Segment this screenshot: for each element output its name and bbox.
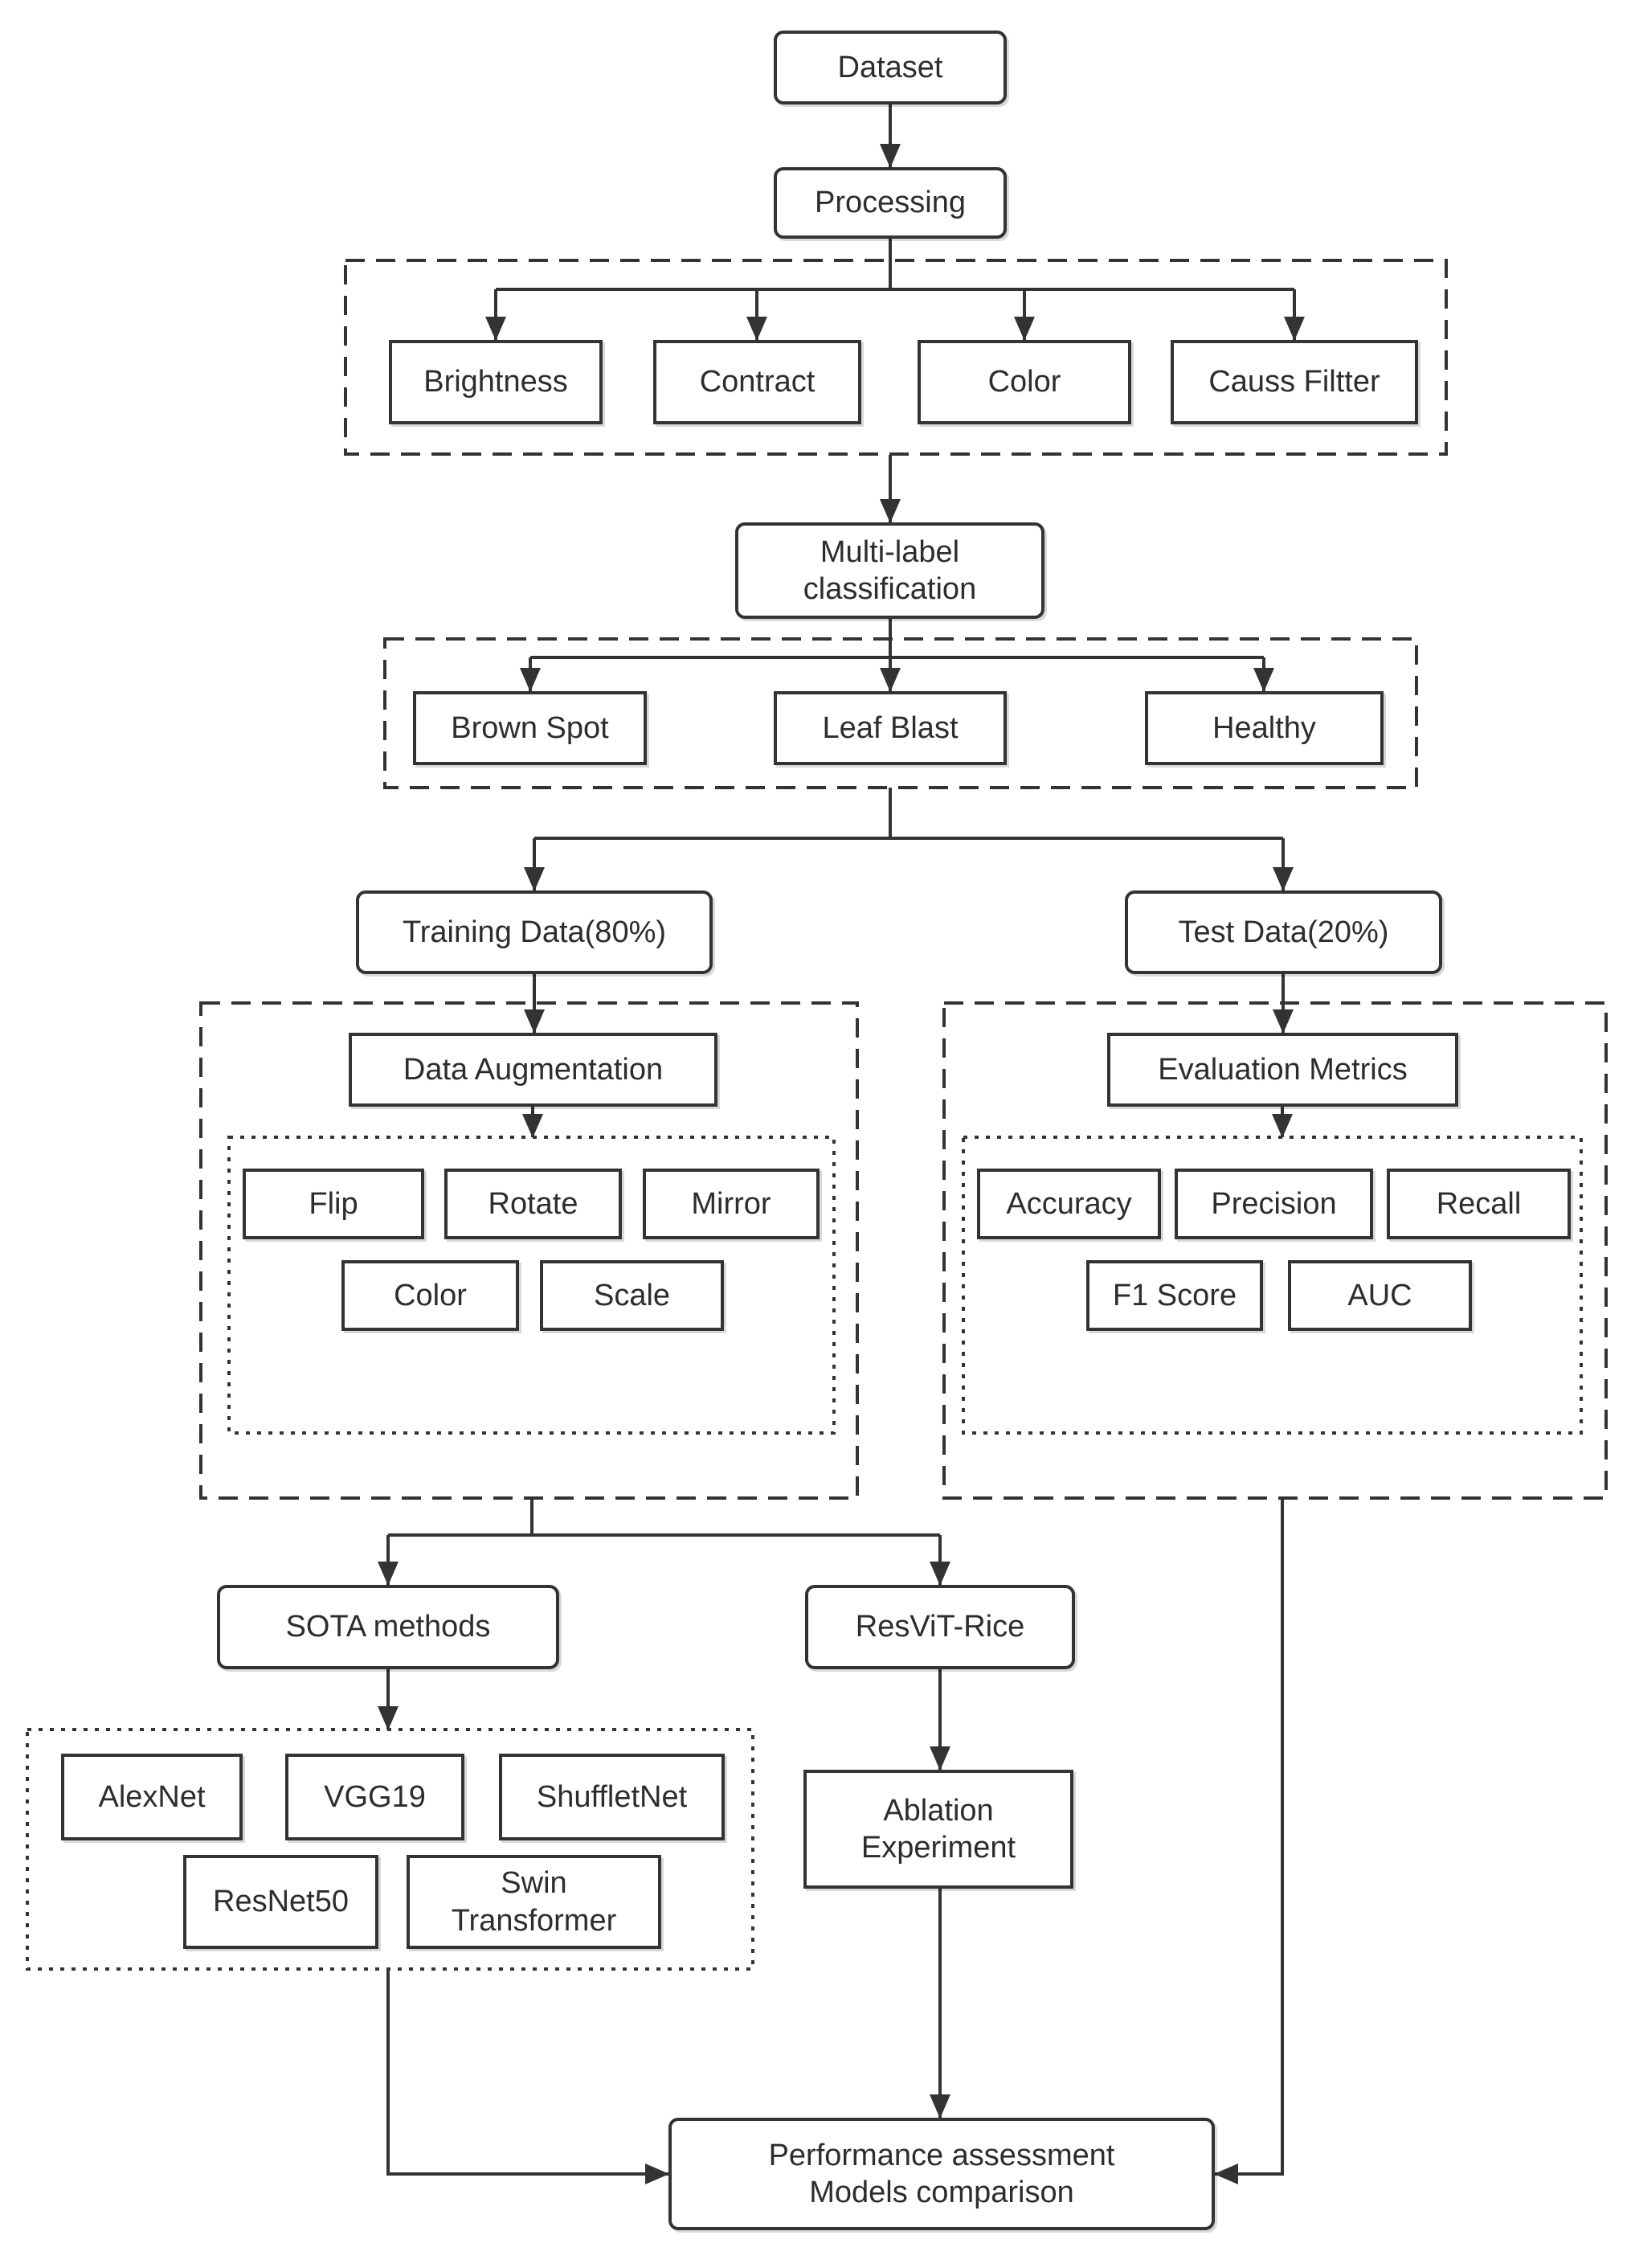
node-causs-filtter: Causs Filtter (1171, 340, 1418, 424)
node-swin-transformer-label: Swin Transformer (451, 1866, 617, 1938)
node-ablation-experiment-label: Ablation Experiment (860, 1793, 1016, 1865)
group-augmentation-ops (227, 1136, 836, 1435)
node-brown-spot: Brown Spot (413, 691, 647, 765)
node-data-augmentation-label: Data Augmentation (403, 1052, 664, 1087)
node-multi-label-classification-label: Multi-label classification (803, 534, 977, 606)
node-flip: Flip (243, 1169, 424, 1239)
node-causs-filtter-label: Causs Filtter (1208, 365, 1380, 399)
node-contract-label: Contract (699, 365, 816, 399)
node-performance-assessment: Performance assessment Models comparison (668, 2118, 1215, 2230)
node-rotate: Rotate (444, 1169, 622, 1239)
node-resnet50-label: ResNet50 (213, 1885, 349, 1919)
node-resvit-rice: ResViT-Rice (805, 1585, 1075, 1669)
node-evaluation-metrics-label: Evaluation Metrics (1158, 1052, 1408, 1087)
node-color-augmentation-label: Color (394, 1278, 467, 1312)
node-performance-assessment-label: Performance assessment Models comparison (768, 2138, 1115, 2209)
node-resnet50: ResNet50 (183, 1855, 378, 1949)
group-metric-items (962, 1136, 1583, 1435)
node-processing-label: Processing (815, 186, 966, 220)
node-test-data: Test Data(20%) (1125, 890, 1442, 974)
node-rotate-label: Rotate (488, 1186, 578, 1221)
node-auc: AUC (1288, 1260, 1472, 1331)
node-accuracy-label: Accuracy (1006, 1186, 1132, 1221)
node-resvit-rice-label: ResViT-Rice (855, 1610, 1025, 1644)
node-data-augmentation: Data Augmentation (349, 1033, 717, 1107)
node-vgg19-label: VGG19 (324, 1779, 426, 1814)
node-healthy-label: Healthy (1212, 710, 1316, 745)
node-scale-label: Scale (593, 1278, 671, 1312)
node-f1-score-label: F1 Score (1112, 1278, 1237, 1312)
node-processing: Processing (774, 167, 1007, 239)
node-training-data: Training Data(80%) (356, 890, 713, 974)
node-flip-label: Flip (309, 1186, 358, 1221)
connector-sota-to-performance (386, 1969, 669, 2184)
node-contract: Contract (653, 340, 861, 424)
node-dataset-label: Dataset (837, 50, 943, 84)
node-ablation-experiment: Ablation Experiment (803, 1770, 1073, 1889)
node-precision: Precision (1175, 1169, 1373, 1239)
node-mirror: Mirror (643, 1169, 820, 1239)
node-recall: Recall (1387, 1169, 1571, 1239)
node-vgg19: VGG19 (285, 1754, 464, 1840)
node-evaluation-metrics: Evaluation Metrics (1107, 1033, 1458, 1107)
node-multi-label-classification: Multi-label classification (735, 522, 1044, 619)
node-sota-methods-label: SOTA methods (285, 1610, 491, 1644)
node-shuffletnet: ShuffletNet (499, 1754, 725, 1840)
node-precision-label: Precision (1211, 1186, 1337, 1221)
node-alexnet-label: AlexNet (98, 1779, 206, 1814)
group-training-branch (199, 1001, 859, 1500)
node-color-processing-label: Color (987, 365, 1061, 399)
node-recall-label: Recall (1436, 1186, 1522, 1221)
connector-test-to-performance (1214, 1498, 1284, 2184)
node-scale: Scale (540, 1260, 724, 1331)
node-color-processing: Color (918, 340, 1131, 424)
node-training-data-label: Training Data(80%) (402, 915, 667, 949)
node-healthy: Healthy (1145, 691, 1384, 765)
node-brightness-label: Brightness (423, 365, 568, 399)
node-test-data-label: Test Data(20%) (1178, 915, 1389, 949)
node-mirror-label: Mirror (691, 1186, 771, 1221)
node-accuracy: Accuracy (977, 1169, 1161, 1239)
node-brown-spot-label: Brown Spot (451, 710, 609, 745)
group-processing-methods (344, 259, 1448, 456)
node-brightness: Brightness (389, 340, 603, 424)
node-leaf-blast: Leaf Blast (774, 691, 1007, 765)
node-auc-label: AUC (1347, 1278, 1412, 1312)
group-class-labels (383, 637, 1418, 789)
node-shuffletnet-label: ShuffletNet (536, 1779, 688, 1814)
node-alexnet: AlexNet (61, 1754, 243, 1840)
node-swin-transformer: Swin Transformer (407, 1855, 661, 1949)
node-dataset: Dataset (774, 31, 1007, 104)
node-sota-methods: SOTA methods (217, 1585, 559, 1669)
node-leaf-blast-label: Leaf Blast (822, 710, 959, 745)
node-color-augmentation: Color (341, 1260, 519, 1331)
node-f1-score: F1 Score (1086, 1260, 1263, 1331)
